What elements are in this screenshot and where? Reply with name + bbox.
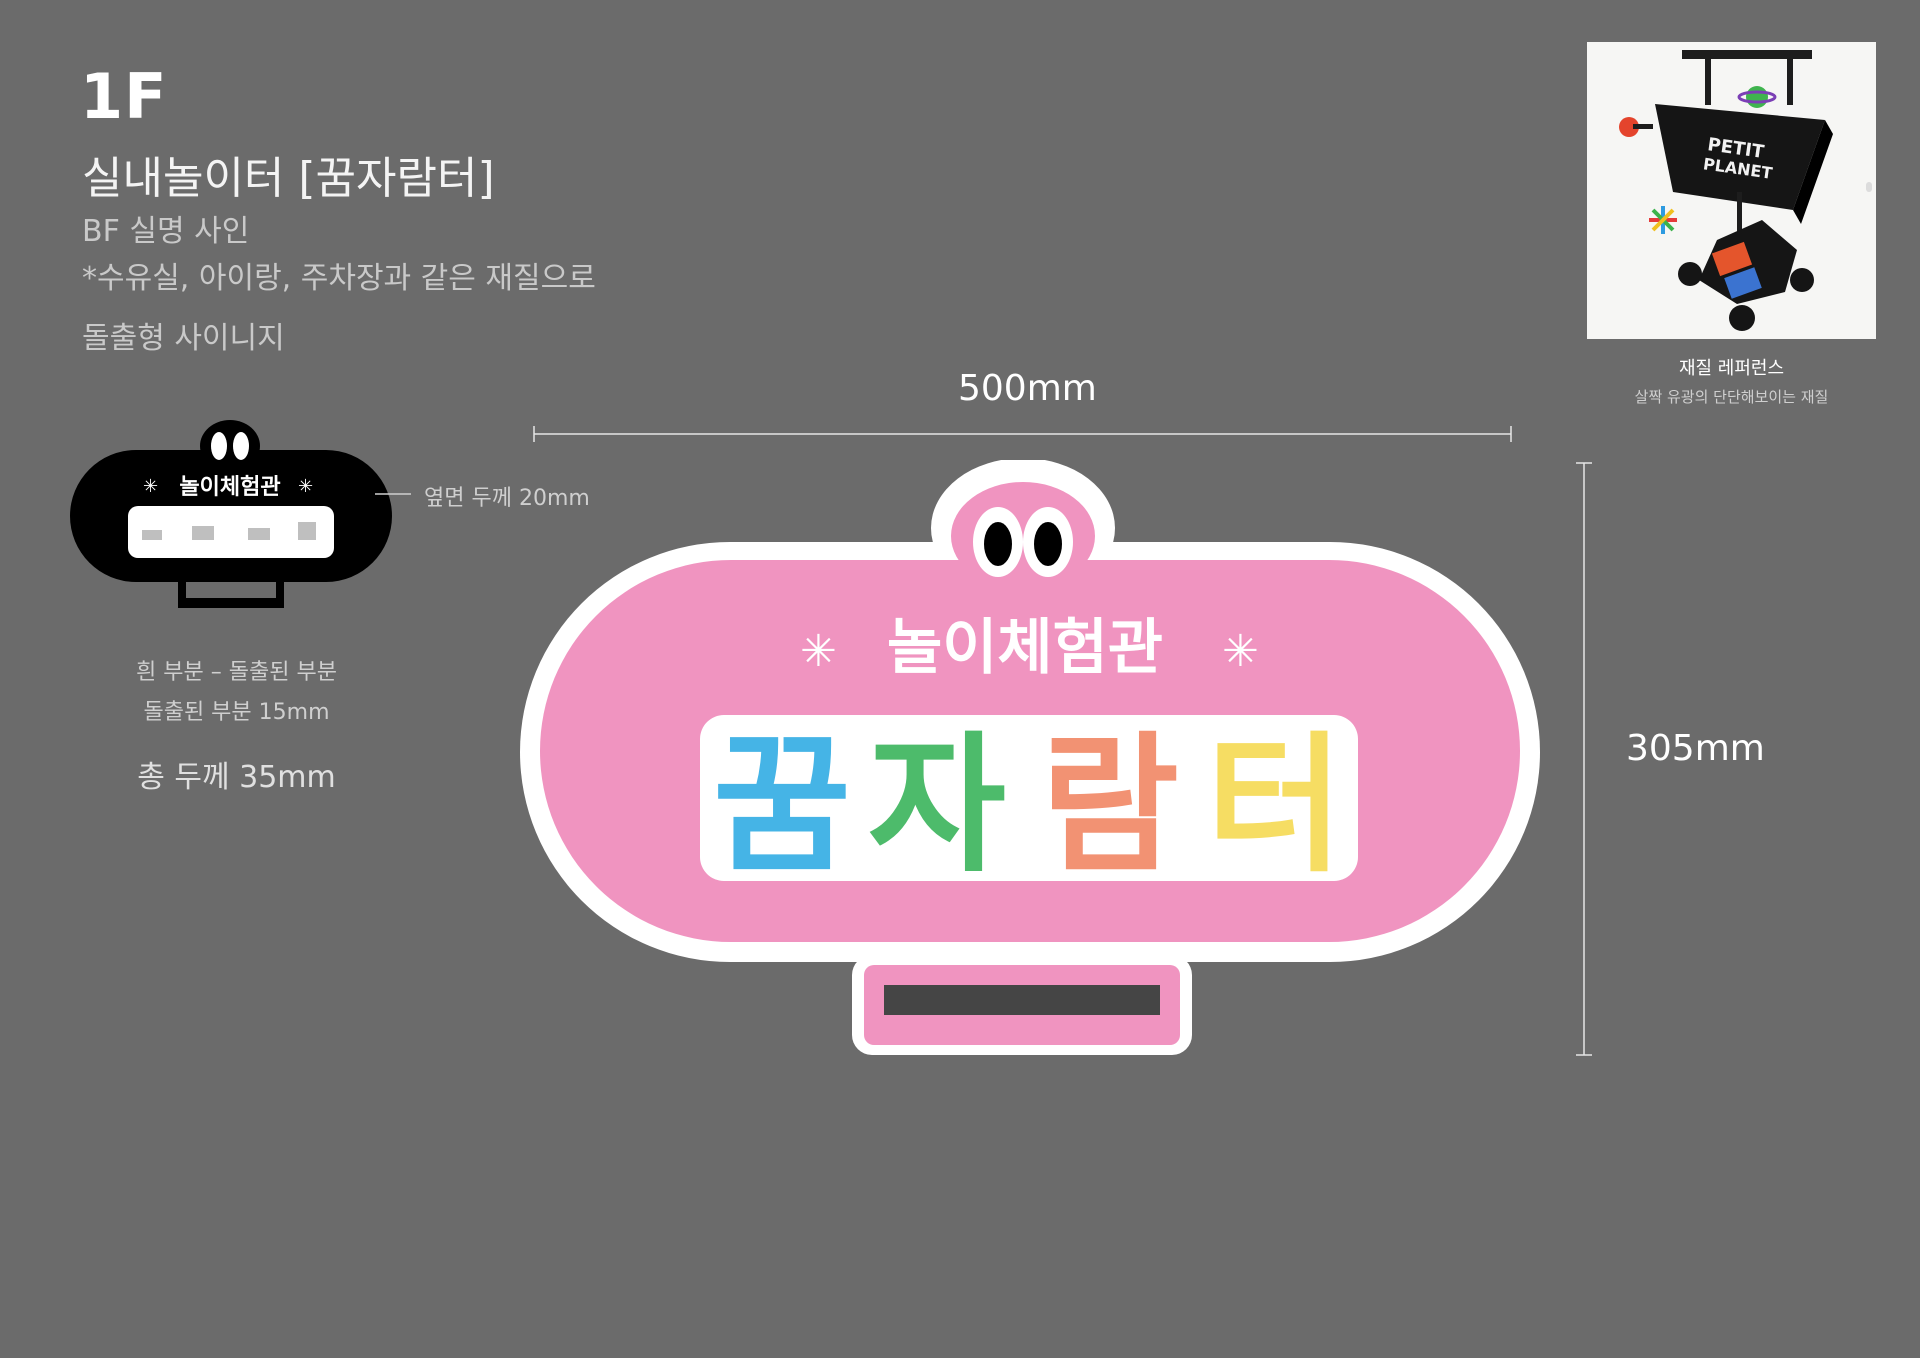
sign-star-left: ✳ <box>800 626 837 677</box>
side-label-leader-line <box>375 493 411 495</box>
page-title: 실내놀이터 [꿈자람터] <box>82 153 495 204</box>
subtitle-sign-form: 돌출형 사이니지 <box>82 321 285 356</box>
width-dimension-label: 500mm <box>958 368 1097 409</box>
side-thickness-label: 옆면 두께 20mm <box>424 486 590 511</box>
side-view-eye-left <box>211 432 227 460</box>
sign-title-backing <box>700 715 1358 881</box>
side-desc-protrusion: 돌출된 부분 15mm <box>143 700 330 725</box>
side-view-eye-right <box>233 432 249 460</box>
sign-star-right: ✳ <box>1222 626 1259 677</box>
subtitle-sign-type: BF 실명 사인 <box>82 214 250 249</box>
subtitle-material-note: *수유실, 아이랑, 주차장과 같은 재질으로 <box>82 261 596 296</box>
height-dimension-line <box>1576 462 1592 1056</box>
side-desc-total-thickness: 총 두께 35mm <box>137 760 336 795</box>
side-view-diagram: ✳ 놀이체험관 ✳ <box>70 420 392 608</box>
sign-title-char-1: 꿈 <box>713 719 851 893</box>
sign-eye-bump <box>951 482 1095 590</box>
height-dimension-label: 305mm <box>1626 728 1765 769</box>
sign-title-char-2: 자 <box>868 719 1006 893</box>
sign-subtitle: 놀이체험관 <box>887 613 1163 683</box>
side-desc-white-part: 흰 부분 – 돌출된 부분 <box>136 660 337 685</box>
width-dimension-line <box>533 426 1512 442</box>
main-sign: ✳ 놀이체험관 ✳ 꿈 자 람 터 <box>520 460 1540 1055</box>
svg-text:✳: ✳ <box>298 476 313 497</box>
sign-title-char-4: 터 <box>1206 719 1344 893</box>
material-reference-photo: PETIT PLANET <box>1587 42 1876 339</box>
reference-description: 살짝 유광의 단단해보이는 재질 <box>1634 388 1829 406</box>
reference-caption: 재질 레퍼런스 <box>1678 358 1785 379</box>
side-view-subtitle: 놀이체험관 <box>179 474 280 500</box>
svg-text:✳: ✳ <box>143 476 158 497</box>
floor-label: 1F <box>80 60 168 133</box>
sign-title-char-3: 람 <box>1041 719 1179 893</box>
side-view-title-block <box>128 506 334 558</box>
sign-name-slot <box>884 985 1160 1015</box>
